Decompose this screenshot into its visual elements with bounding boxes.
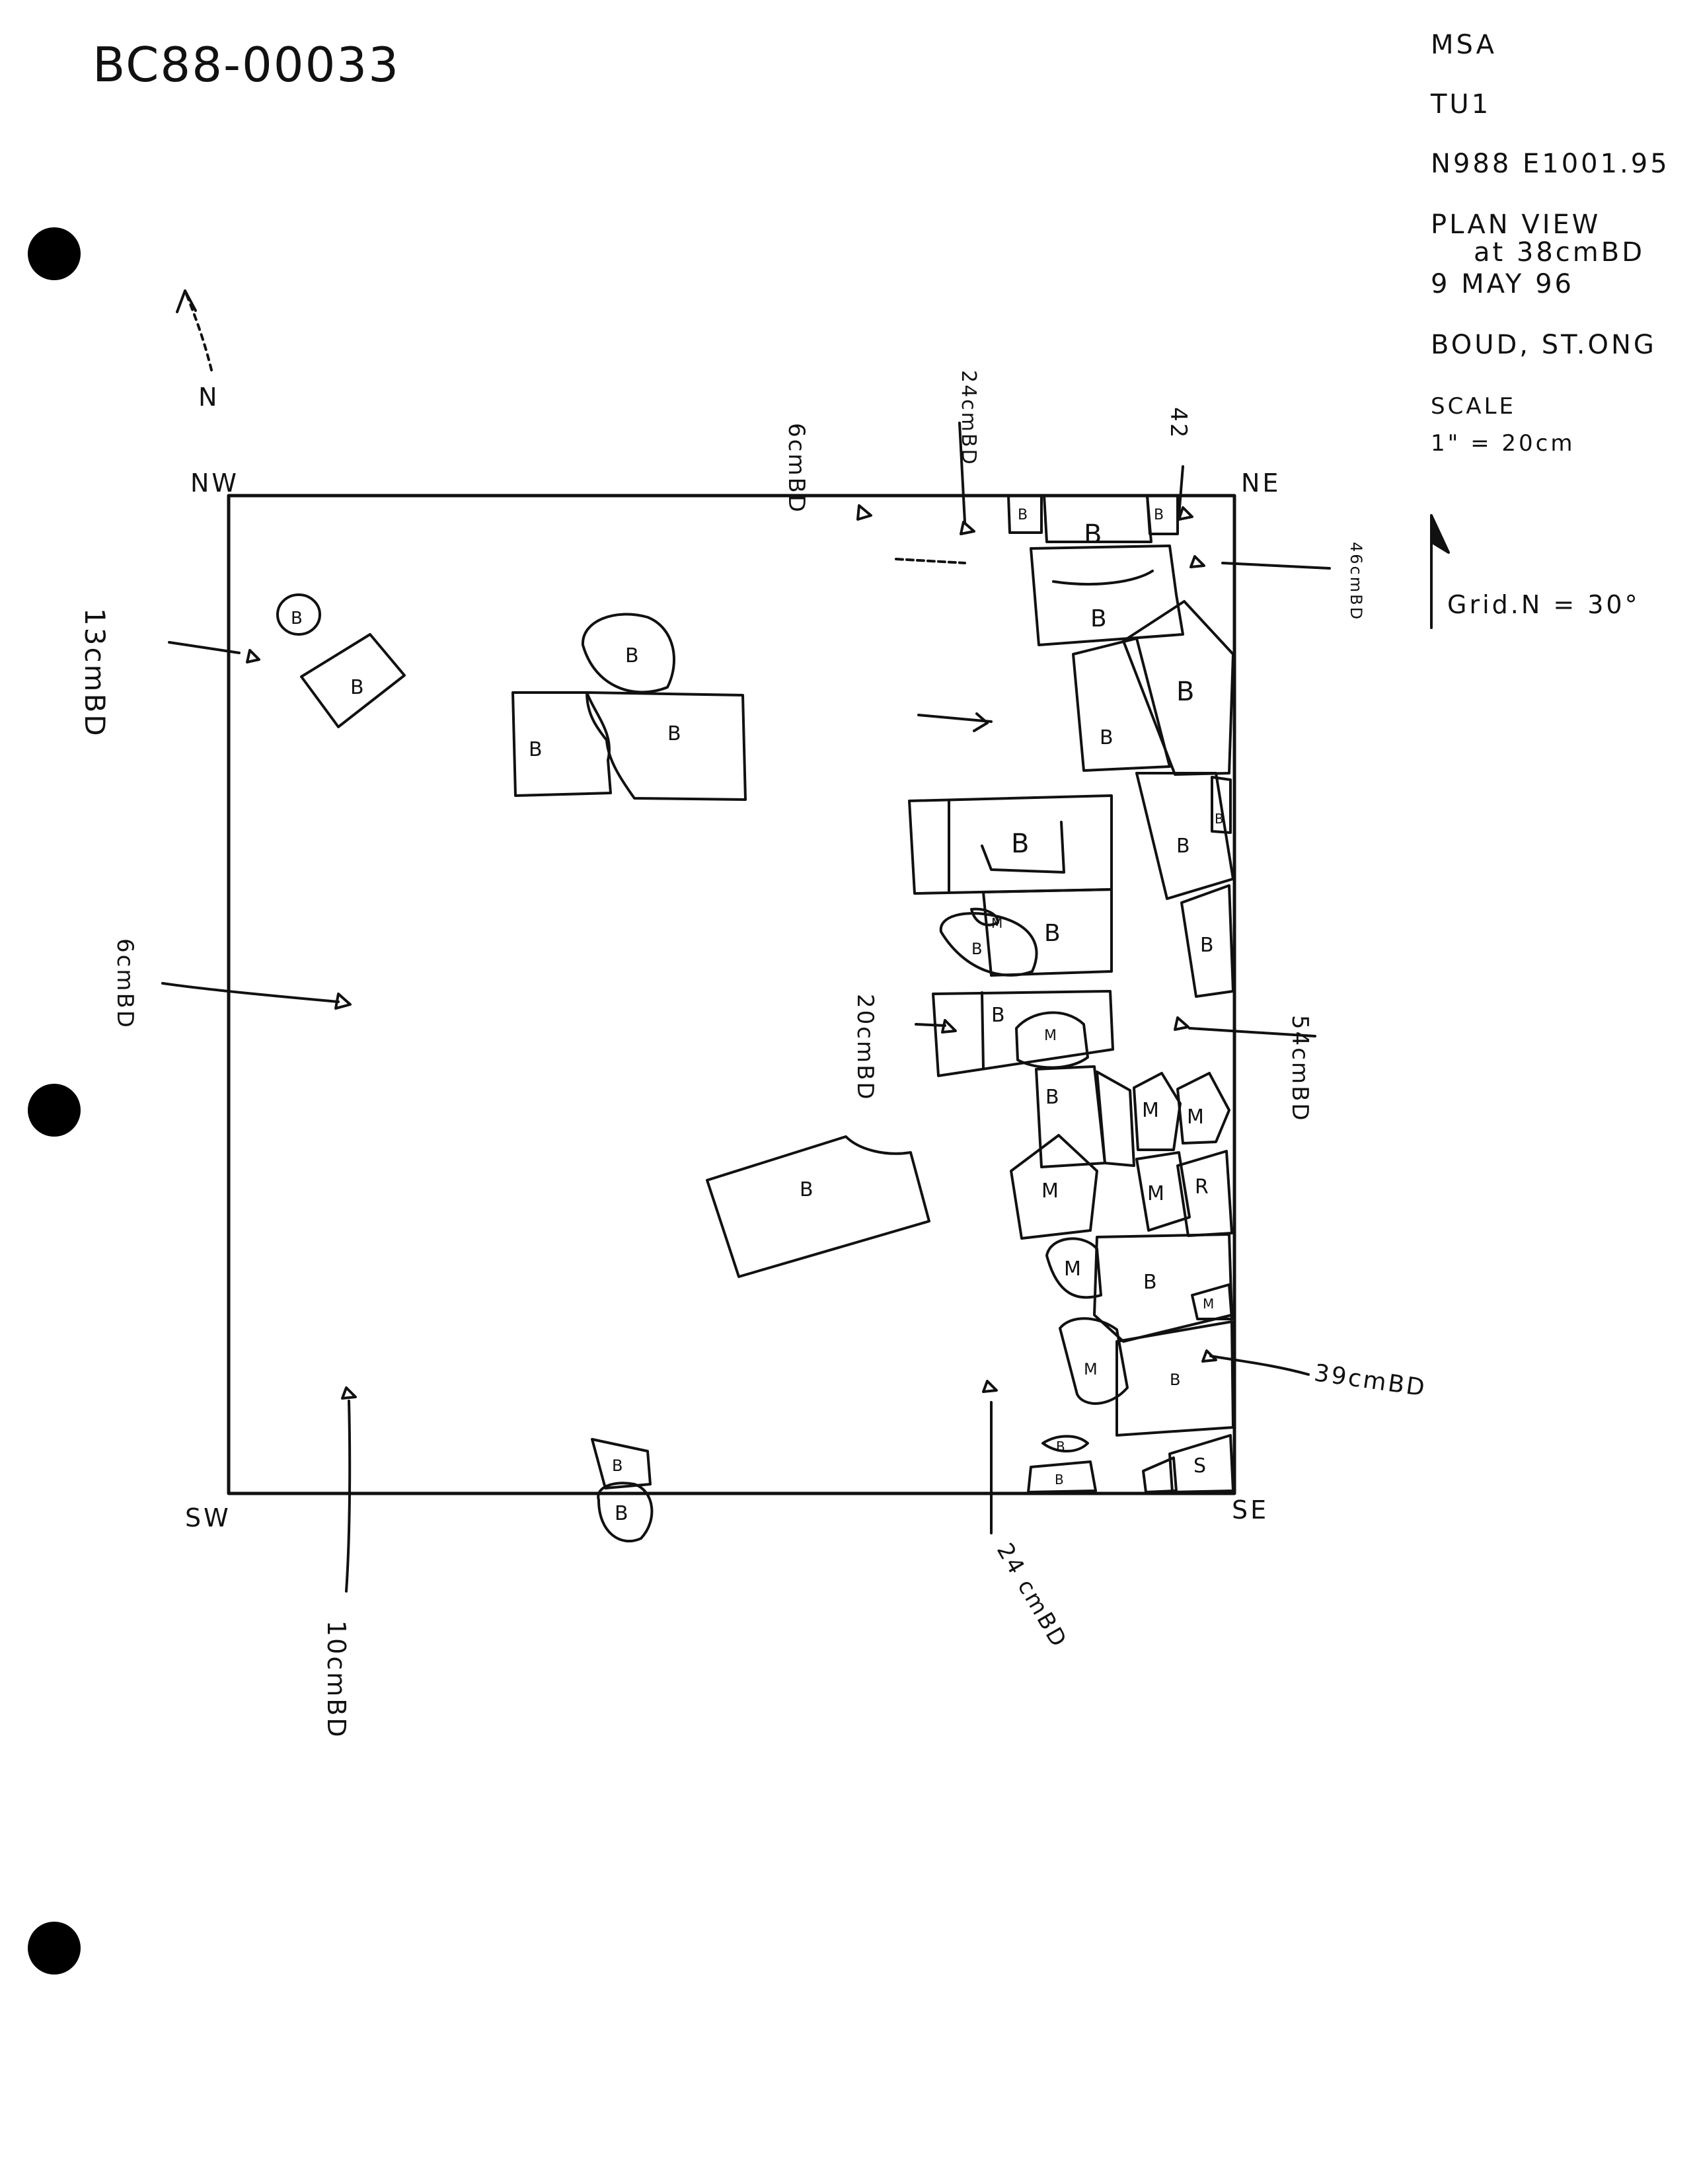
stone-label: B	[667, 722, 681, 745]
stone-label: S	[1193, 1454, 1206, 1478]
stone-label: B	[1170, 1371, 1180, 1389]
punch-hole-bottom	[28, 1922, 81, 1975]
scale-label: SCALE	[1431, 393, 1517, 420]
stone-label: M	[1147, 1182, 1164, 1205]
recorders: BOUD, ST.ONG	[1431, 330, 1657, 360]
stone-label: B	[1200, 934, 1214, 957]
view-title: PLAN VIEW	[1431, 209, 1601, 240]
stone-label: B	[1090, 605, 1107, 632]
unit-boundary	[227, 494, 1236, 1495]
stone-label: B	[1056, 1439, 1065, 1454]
stone-label: B	[1176, 835, 1190, 858]
stone-label: B	[625, 644, 639, 667]
stone-label: B	[291, 609, 303, 628]
stone-label: M	[991, 915, 1002, 931]
stone-label: B	[1018, 507, 1028, 523]
stone-label: B	[1176, 677, 1194, 707]
stone-labels: B B B B B B B B B B B B B B B B B B B M …	[291, 507, 1224, 1525]
unit-coordinates: N988 E1001.95	[1431, 149, 1670, 179]
corner-ne: NE	[1241, 469, 1281, 498]
stone-label: M	[1187, 1106, 1204, 1129]
stone-label: B	[612, 1456, 623, 1475]
stone-label: B	[1045, 1086, 1059, 1109]
scale-value: 1" = 20cm	[1431, 430, 1575, 457]
corner-se: SE	[1232, 1495, 1269, 1525]
stone-label: M	[1044, 1028, 1057, 1044]
north-arrow	[184, 289, 213, 371]
stone-label: B	[1143, 1271, 1157, 1294]
site-code: MSA	[1431, 30, 1497, 60]
stone-label: M	[1064, 1258, 1081, 1281]
corner-nw: NW	[190, 469, 239, 498]
stone-label: B	[350, 676, 364, 699]
unit-code: TU1	[1431, 89, 1491, 120]
sheet-id: BC88-00033	[93, 37, 400, 93]
stone-label: B	[1154, 507, 1164, 523]
punch-hole-top	[28, 227, 81, 280]
punch-hole-middle	[28, 1084, 81, 1137]
grid-north-label: Grid.N = 30°	[1447, 590, 1640, 619]
stone-label: M	[1142, 1099, 1159, 1122]
stone-label: M	[1084, 1360, 1098, 1378]
stone-label: B	[1055, 1472, 1064, 1487]
stone-label: B	[1215, 811, 1224, 827]
view-depth: at 38cmBD	[1474, 237, 1645, 268]
corner-sw: SW	[185, 1503, 231, 1532]
stone-label: B	[991, 1004, 1005, 1027]
stone-label: B	[800, 1178, 813, 1201]
stone-label: R	[1195, 1176, 1209, 1199]
stone-label: B	[1084, 519, 1102, 550]
stone-label: B	[1011, 829, 1029, 859]
stone-label: M	[1203, 1296, 1214, 1312]
stone-label: B	[615, 1502, 628, 1525]
stone-label: M	[1041, 1180, 1059, 1203]
stone-label: B	[1044, 920, 1061, 947]
stone-label: B	[971, 940, 982, 958]
record-date: 9 MAY 96	[1431, 269, 1574, 299]
stone-label: B	[529, 738, 543, 761]
stone-label: B	[1100, 726, 1114, 749]
